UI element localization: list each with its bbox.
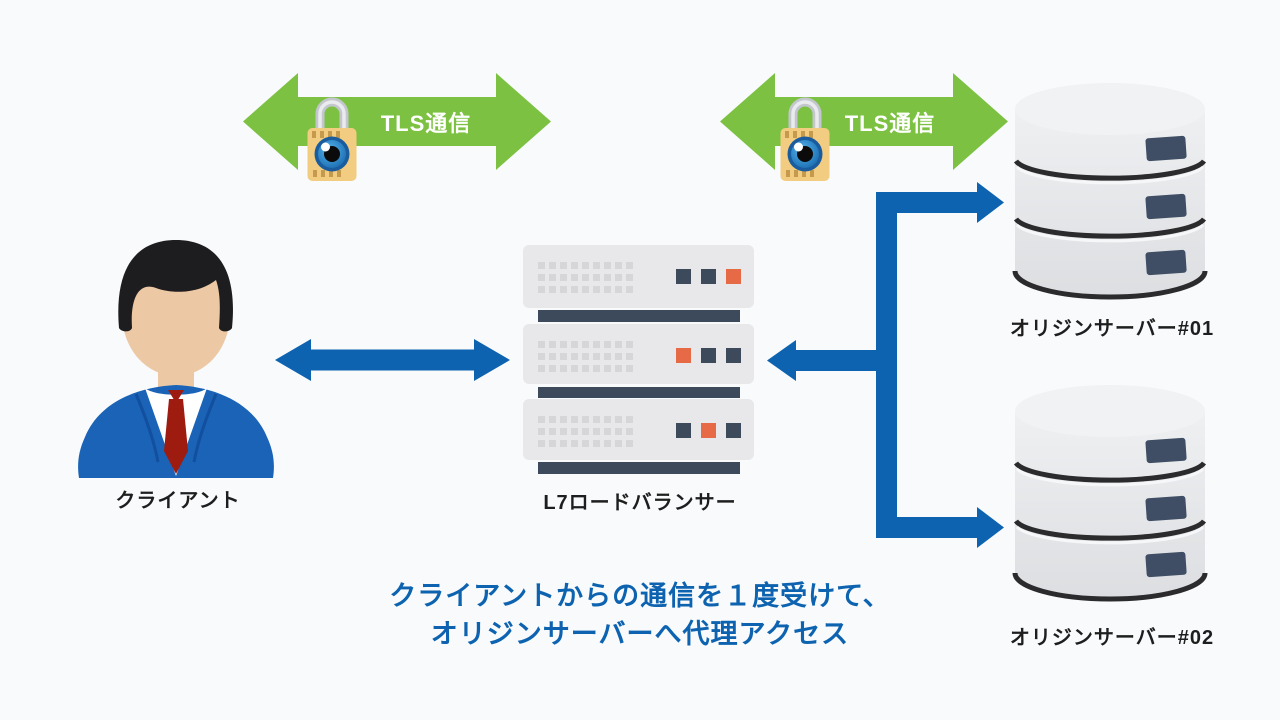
lb-led [726,423,741,438]
origin-server-2-icon [1012,385,1208,602]
origin-server-2-label: オリジンサーバー#02 [1009,627,1215,649]
lb-base-bar [538,462,740,474]
tls-label: TLS通信 [844,110,936,136]
origin-server-1-label: オリジンサーバー#01 [1009,318,1215,340]
lb-vent-dots [538,262,633,293]
caption: クライアントからの通信を１度受けて、 オリジンサーバーへ代理アクセス [0,577,1280,653]
lb-vent-dots [538,416,633,447]
lb-led [676,269,691,284]
lb-unit [523,399,754,460]
lb-led [701,348,716,363]
lb-led [726,269,741,284]
lb-base-bar [538,310,740,322]
lb-led [676,423,691,438]
lb-led [701,423,716,438]
lb-vent-dots [538,341,633,372]
caption-line-2: オリジンサーバーへ代理アクセス [430,619,850,649]
padlock-eye-icon [307,86,357,182]
lb-led [676,348,691,363]
caption-line-1: クライアントからの通信を１度受けて、 [389,581,891,611]
load-balancer-label: L7ロードバランサー [543,492,737,514]
lb-unit [523,324,754,384]
tls-label: TLS通信 [380,110,472,136]
lb-led [701,269,716,284]
tls-arrow-lb-origin: TLS通信 [720,72,1008,181]
lb-led [726,348,741,363]
padlock-eye-icon [780,86,830,182]
tls-arrow-client-lb: TLS通信 [243,72,551,181]
client-label: クライアント [115,490,241,512]
load-balancer-icon [523,245,754,474]
lb-base-bar [538,387,740,398]
lb-unit [523,245,754,308]
arrow-client-lb-icon [275,339,510,381]
client-person-icon [72,236,282,478]
arrow-lb-origin-branch-icon [767,182,1004,548]
origin-server-1-icon [1012,83,1208,300]
